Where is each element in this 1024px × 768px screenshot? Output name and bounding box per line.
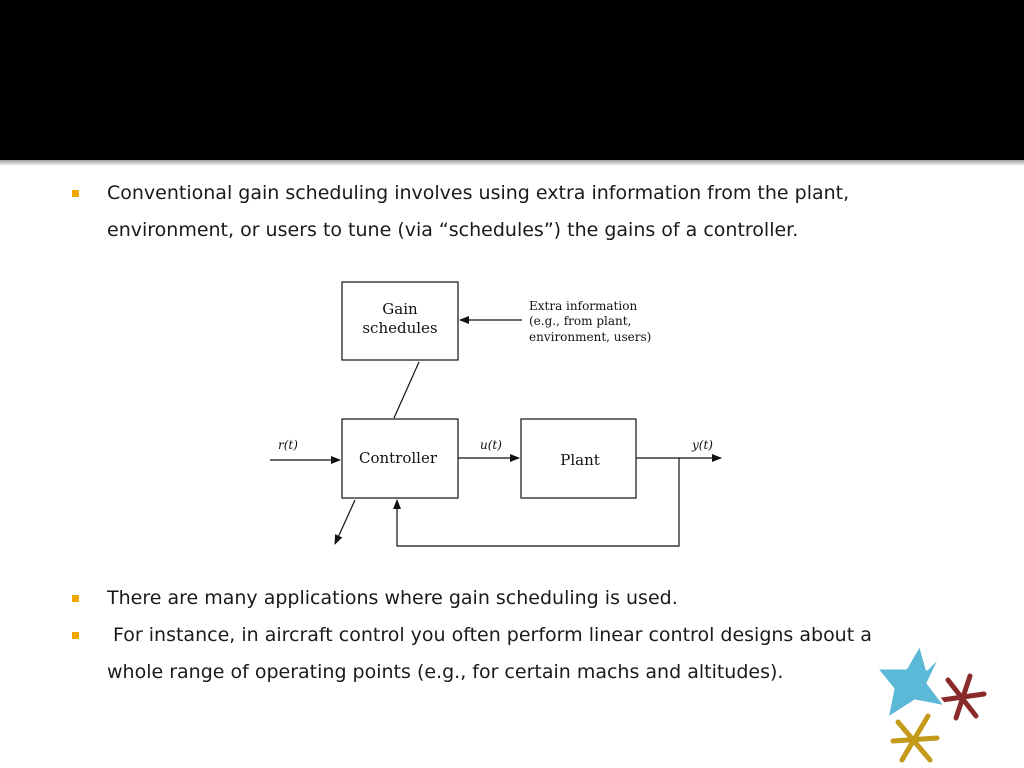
controller-output-arrow: [334, 499, 356, 545]
controller-label: Controller: [359, 449, 438, 467]
bullet-item: Conventional gain scheduling involves us…: [72, 175, 972, 255]
bullet-marker-icon: [72, 595, 79, 602]
output-signal-label: y(t): [691, 438, 713, 452]
gain-schedules-block: [341, 281, 459, 361]
bullet-text-line: There are many applications where gain s…: [107, 587, 678, 609]
bullet-item: For instance, in aircraft control you of…: [72, 617, 972, 691]
extra-info-label: (e.g., from plant,: [529, 314, 631, 328]
bullet-item: There are many applications where gain s…: [72, 580, 972, 617]
plant-label: Plant: [560, 451, 600, 469]
bullet-text-line: whole range of operating points (e.g., f…: [107, 661, 784, 683]
gain-block-label: schedules: [362, 319, 437, 337]
bullet-text-line: For instance, in aircraft control you of…: [107, 624, 872, 646]
extra-info-label: Extra information: [529, 299, 637, 313]
asterisk-icon-red: [939, 673, 987, 721]
bullet-text-line: Conventional gain scheduling involves us…: [107, 182, 850, 204]
bullet-marker-icon: [72, 632, 79, 639]
schedule-link-line: [393, 361, 420, 419]
reference-signal-label: r(t): [278, 438, 298, 452]
control-signal-label: u(t): [480, 438, 502, 452]
extra-info-label: environment, users): [529, 330, 651, 344]
bullet-marker-icon: [72, 190, 79, 197]
bullet-text-line: environment, or users to tune (via “sche…: [107, 219, 799, 241]
gain-block-label: Gain: [382, 300, 418, 318]
asterisk-icon-gold: [890, 713, 940, 763]
star-icon: [874, 642, 948, 721]
title-band: [0, 0, 1024, 160]
title-divider: [0, 160, 1024, 166]
feedback-loop-line: [393, 458, 680, 547]
